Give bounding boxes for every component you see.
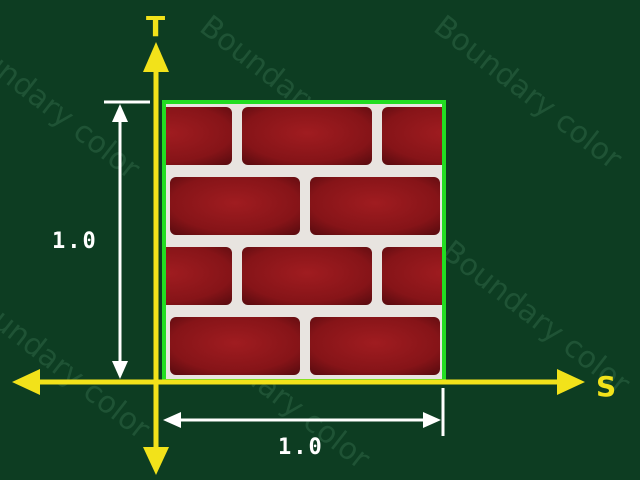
brick: [170, 177, 300, 235]
axes: [12, 42, 585, 475]
width-dimension: [163, 388, 445, 436]
brick: [310, 177, 440, 235]
brick: [170, 317, 300, 375]
width-dimension-arrow-right: [423, 412, 441, 428]
t-axis-label: T: [146, 10, 165, 43]
brick: [242, 107, 372, 165]
brick: [382, 247, 443, 305]
height-dimension-arrow-up: [112, 104, 128, 122]
brick-texture: [165, 103, 443, 380]
t-axis-arrow-up: [143, 42, 169, 72]
watermark-text: Boundary color: [427, 9, 629, 177]
width-dimension-arrow-left: [163, 412, 181, 428]
brick: [310, 317, 440, 375]
width-dimension-label: 1.0: [278, 435, 324, 460]
height-dimension-arrow-down: [112, 361, 128, 379]
t-axis-arrow-down: [143, 447, 169, 475]
brick-grid: [165, 107, 443, 375]
brick: [382, 107, 443, 165]
watermark-text: Boundary color: [0, 279, 157, 447]
height-dimension-label: 1.0: [52, 229, 98, 254]
s-axis-label: S: [596, 370, 616, 403]
s-axis-arrow-left: [12, 369, 40, 395]
brick: [165, 247, 232, 305]
height-dimension: [104, 100, 150, 379]
brick: [165, 107, 232, 165]
brick: [242, 247, 372, 305]
s-axis-arrow-right: [557, 369, 585, 395]
